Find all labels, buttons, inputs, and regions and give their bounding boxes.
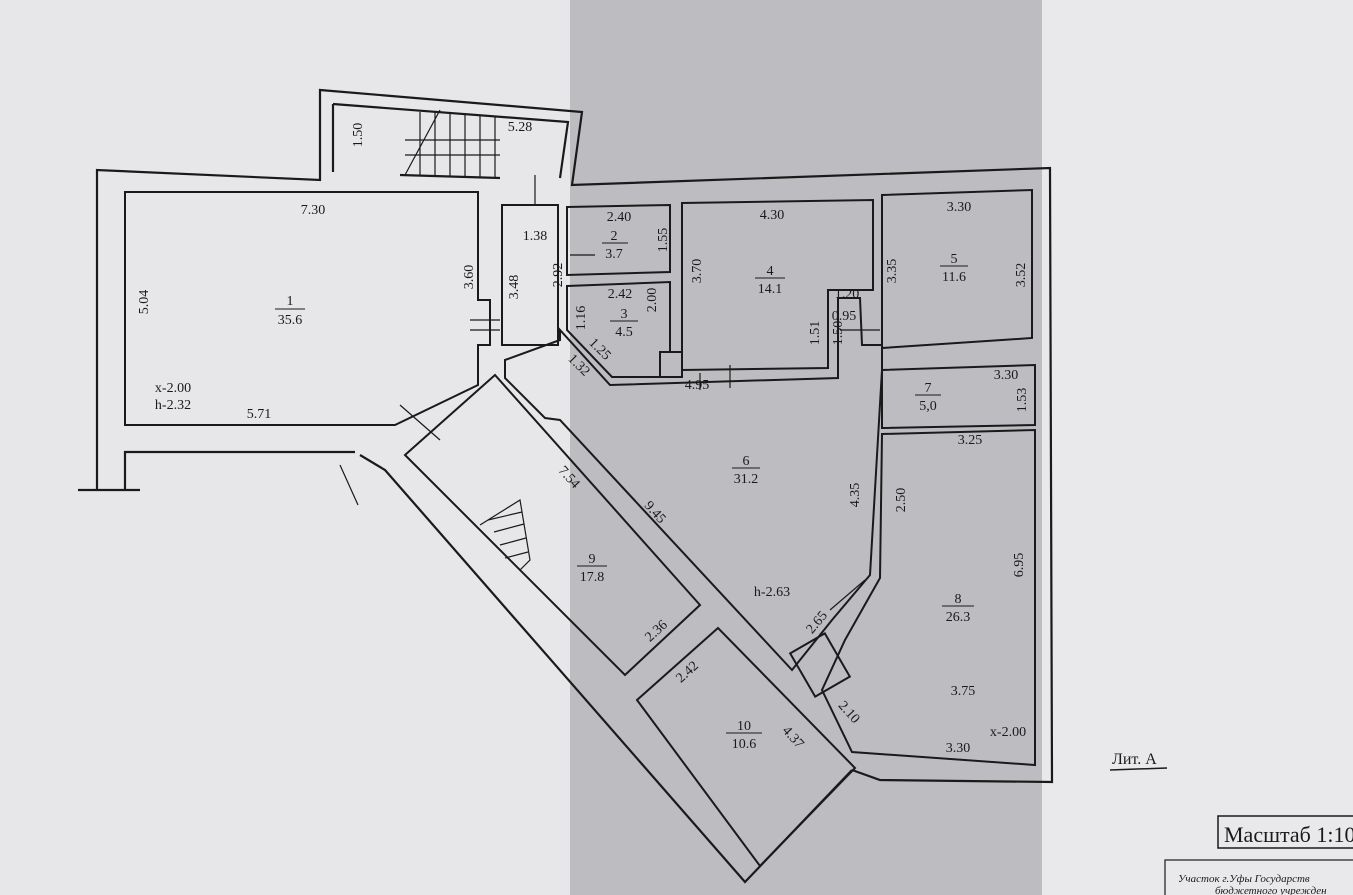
room-area: 4.5 xyxy=(615,325,633,340)
room1-x-note: x-2.00 xyxy=(155,381,191,396)
paper-fold-shadow xyxy=(570,0,1042,895)
dimension: 4.30 xyxy=(760,208,785,223)
dimension: 1.50 xyxy=(351,123,366,148)
stamp-line-2: бюджетного учрежден xyxy=(1215,885,1327,895)
room-number: 10 xyxy=(737,719,751,734)
room-number: 2 xyxy=(611,229,618,244)
dimension: 2.42 xyxy=(608,287,633,302)
room1-h-note: h-2.32 xyxy=(155,398,191,413)
liter-label: Лит. А xyxy=(1112,751,1157,768)
room-area: 35.6 xyxy=(278,313,303,328)
dimension: 2.50 xyxy=(894,488,909,513)
room-labels: 1 35.6 2 3.7 3 4.5 4 14.1 5 11.6 6 31.2 … xyxy=(275,229,974,752)
dimension: 3.35 xyxy=(885,259,900,284)
dimension: 5.71 xyxy=(247,407,272,422)
stairs-icon xyxy=(479,499,531,571)
dimension: 3.30 xyxy=(994,368,1019,383)
dimension: 3.30 xyxy=(947,200,972,215)
room-area: 31.2 xyxy=(734,472,759,487)
room-7 xyxy=(881,363,1036,430)
room-number: 7 xyxy=(925,381,932,396)
room-number: 9 xyxy=(589,552,596,567)
room-number: 5 xyxy=(951,252,958,267)
paper-left xyxy=(0,0,570,895)
room-area: 26.3 xyxy=(946,610,971,625)
dimension: 3.30 xyxy=(946,741,971,756)
dimension: 3.48 xyxy=(507,275,522,300)
room-area: 14.1 xyxy=(758,282,783,297)
dimension: 1.55 xyxy=(656,228,671,253)
stairs-top-icon xyxy=(404,109,500,177)
dimension: 2.00 xyxy=(645,288,660,313)
door-marks xyxy=(339,175,880,611)
stamp-line-1: Участок г.Уфы Государств xyxy=(1178,873,1310,885)
room-number: 6 xyxy=(743,454,750,469)
room-area: 3.7 xyxy=(605,247,623,262)
dimension: 4.35 xyxy=(848,483,863,508)
room-number: 8 xyxy=(955,592,962,607)
dimension: 4.95 xyxy=(685,378,710,393)
dimension: 1.20 xyxy=(835,287,860,302)
room-number: 1 xyxy=(287,294,294,309)
room-9 xyxy=(403,373,702,677)
dimension: 0.95 xyxy=(832,309,857,324)
dimension: 5.04 xyxy=(137,290,152,315)
room-number: 3 xyxy=(621,307,628,322)
room-6 xyxy=(504,297,883,672)
dimension: 1.51 xyxy=(808,321,823,346)
dimension: 5.28 xyxy=(508,120,533,135)
room-5 xyxy=(881,188,1033,350)
dimension: 3.52 xyxy=(1014,263,1029,288)
room-area: 11.6 xyxy=(942,270,966,285)
dimension: 2.92 xyxy=(551,263,566,288)
room-2 xyxy=(566,203,671,277)
scale-label: Масштаб 1:10 xyxy=(1224,822,1353,847)
scale-box xyxy=(1217,815,1353,849)
room-number: 4 xyxy=(767,264,774,279)
dimension: 1.53 xyxy=(1015,388,1030,413)
dimension: 3.75 xyxy=(951,684,976,699)
dimension: 2.40 xyxy=(607,210,632,225)
paper-right xyxy=(1042,0,1353,895)
room-area: 5,0 xyxy=(919,399,937,414)
hall-height-note: h-2.63 xyxy=(754,585,790,600)
dimension: 1.38 xyxy=(523,229,548,244)
dimension: 3.60 xyxy=(462,265,477,290)
dimension: 1.16 xyxy=(574,306,589,331)
title-block xyxy=(1164,859,1353,895)
room-1 xyxy=(124,191,491,426)
room-10 xyxy=(635,626,857,868)
room8-x-note: x-2.00 xyxy=(990,725,1026,740)
dimension: 1.50 xyxy=(831,321,846,346)
corridor xyxy=(501,204,559,346)
dimension: 6.95 xyxy=(1012,553,1027,578)
dimension: 3.25 xyxy=(958,433,983,448)
dimension: 3.70 xyxy=(690,259,705,284)
room-4 xyxy=(681,198,874,372)
room-8 xyxy=(820,428,1036,767)
dimension: 7.30 xyxy=(301,203,326,218)
room-area: 17.8 xyxy=(580,570,605,585)
pillar-2 xyxy=(788,631,852,699)
room-area: 10.6 xyxy=(732,737,757,752)
